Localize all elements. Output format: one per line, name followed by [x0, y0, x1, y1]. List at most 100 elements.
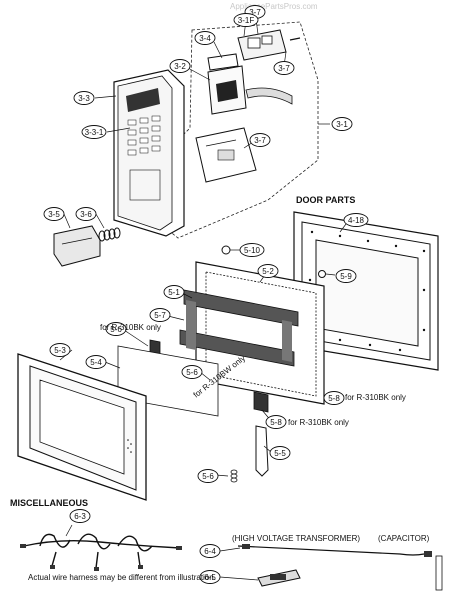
callout-label: 3-7: [254, 136, 266, 145]
callout-label: 6-3: [74, 512, 86, 521]
callout-3-5: 3-5: [43, 207, 65, 221]
callout-bubble: [85, 355, 107, 369]
callout-label: 5-2: [262, 267, 274, 276]
note-r310bk-b: for R-310BK only: [345, 393, 406, 402]
callout-label: 3-3-1: [85, 128, 104, 137]
part-4-18-door-frame: [293, 211, 439, 371]
callout-5-8a: 5-8: [323, 391, 345, 405]
misc-leader-lines: [65, 524, 259, 581]
callout-bubble: [331, 117, 353, 131]
callout-5-10: 5-10: [239, 243, 265, 257]
callout-bubble: [49, 343, 71, 357]
callout-5-6b: 5-6: [181, 365, 203, 379]
note-r310bk-c: for R-310BK only: [288, 418, 349, 427]
callout-bubble: [233, 13, 259, 27]
callout-bubble: [323, 391, 345, 405]
part-5-6-spring: [230, 469, 238, 483]
callout-bubble: [265, 415, 287, 429]
door-parts-heading: DOOR PARTS: [296, 195, 355, 205]
callout-5-2: 5-2: [257, 264, 279, 278]
callout-label: 5-1: [168, 288, 180, 297]
callout-5-7: 5-7: [149, 308, 171, 322]
callout-6-5: 6-5: [199, 570, 221, 584]
callout-label: 5-5: [274, 449, 286, 458]
callout-bubble: [273, 61, 295, 75]
callout-bubble: [43, 207, 65, 221]
callout-bubble: [257, 264, 279, 278]
callout-bubble: [81, 125, 107, 139]
callout-bubble: [75, 207, 97, 221]
callout-label: 5-9: [340, 272, 352, 281]
callout-label: 6-4: [204, 547, 216, 556]
callout-label: 3-4: [199, 34, 211, 43]
callout-label: 5-3: [54, 346, 66, 355]
callout-3-3-1: 3-3-1: [81, 125, 107, 139]
callout-label: 6-5: [204, 573, 216, 582]
part-5-8-latch-bk: [253, 391, 269, 413]
callout-bubble: [163, 285, 185, 299]
callout-3-1f: 3-1F: [233, 13, 259, 27]
callout-bubble: [194, 31, 216, 45]
callout-label: 5-6: [110, 325, 122, 334]
callout-6-4: 6-4: [199, 544, 221, 558]
callout-label: 5-8: [328, 394, 340, 403]
watermark: AppliancePartsPros.com: [230, 2, 318, 11]
callout-5-1: 5-1: [163, 285, 185, 299]
part-3-5-release-button: [53, 225, 101, 267]
part-5-10-screw: [221, 245, 231, 255]
callout-bubble: [197, 469, 219, 483]
callout-bubble: [105, 322, 127, 336]
callout-3-1: 3-1: [331, 117, 353, 131]
part-3-3-control-panel: [113, 69, 185, 237]
miscellaneous-heading: MISCELLANEOUS: [10, 498, 88, 508]
callout-3-3: 3-3: [73, 91, 95, 105]
callout-4-18: 4-18: [343, 213, 369, 227]
callout-label: 3-7: [278, 64, 290, 73]
callout-3-7c: 3-7: [249, 133, 271, 147]
callout-5-3: 5-3: [49, 343, 71, 357]
control-leader-lines: [63, 11, 330, 229]
callout-label: 3-6: [80, 210, 92, 219]
callout-label: 3-3: [78, 94, 90, 103]
callout-label: 5-6: [202, 472, 214, 481]
callout-label: 3-2: [174, 62, 186, 71]
callout-label: 3-1F: [238, 16, 255, 25]
note-capacitor: (CAPACITOR): [378, 534, 430, 543]
callout-3-2: 3-2: [169, 59, 191, 73]
callout-3-6: 3-6: [75, 207, 97, 221]
callout-bubble: [181, 365, 203, 379]
callout-3-7b: 3-7: [273, 61, 295, 75]
part-3-4: [207, 53, 239, 71]
callout-bubble: [239, 243, 265, 257]
part-3-2-control-board: [207, 65, 293, 115]
control-unit-group-outline: [167, 21, 319, 239]
callout-label: 4-18: [348, 216, 365, 225]
callout-bubble: [169, 59, 191, 73]
callout-label: 5-7: [154, 311, 166, 320]
callout-bubble: [199, 544, 221, 558]
callout-6-3: 6-3: [69, 509, 91, 523]
part-3-1f-bracket: [237, 29, 301, 61]
callout-bubble: [343, 213, 369, 227]
callout-bubble: [335, 269, 357, 283]
callout-5-5: 5-5: [269, 446, 291, 460]
part-5-5-latch-lever: [255, 425, 269, 477]
callout-3-4: 3-4: [194, 31, 216, 45]
callout-5-4: 5-4: [85, 355, 107, 369]
part-5-1-door-screen: [179, 289, 299, 367]
note-hv-transformer: (HIGH VOLTAGE TRANSFORMER): [232, 534, 360, 543]
part-5-9-screw: [318, 270, 326, 278]
callout-5-6a: 5-6: [105, 322, 127, 336]
callout-bubble: [69, 509, 91, 523]
note-r310bk-a: for R-310BK only: [100, 323, 161, 332]
part-pcb-lower: [195, 127, 257, 183]
callout-label: 5-8: [270, 418, 282, 427]
callout-bubble: [269, 446, 291, 460]
callout-bubble: [73, 91, 95, 105]
part-6-3-wire-harness: [23, 533, 181, 569]
callout-label: 3-5: [48, 210, 60, 219]
part-6-4-hv-wire: [237, 544, 443, 591]
